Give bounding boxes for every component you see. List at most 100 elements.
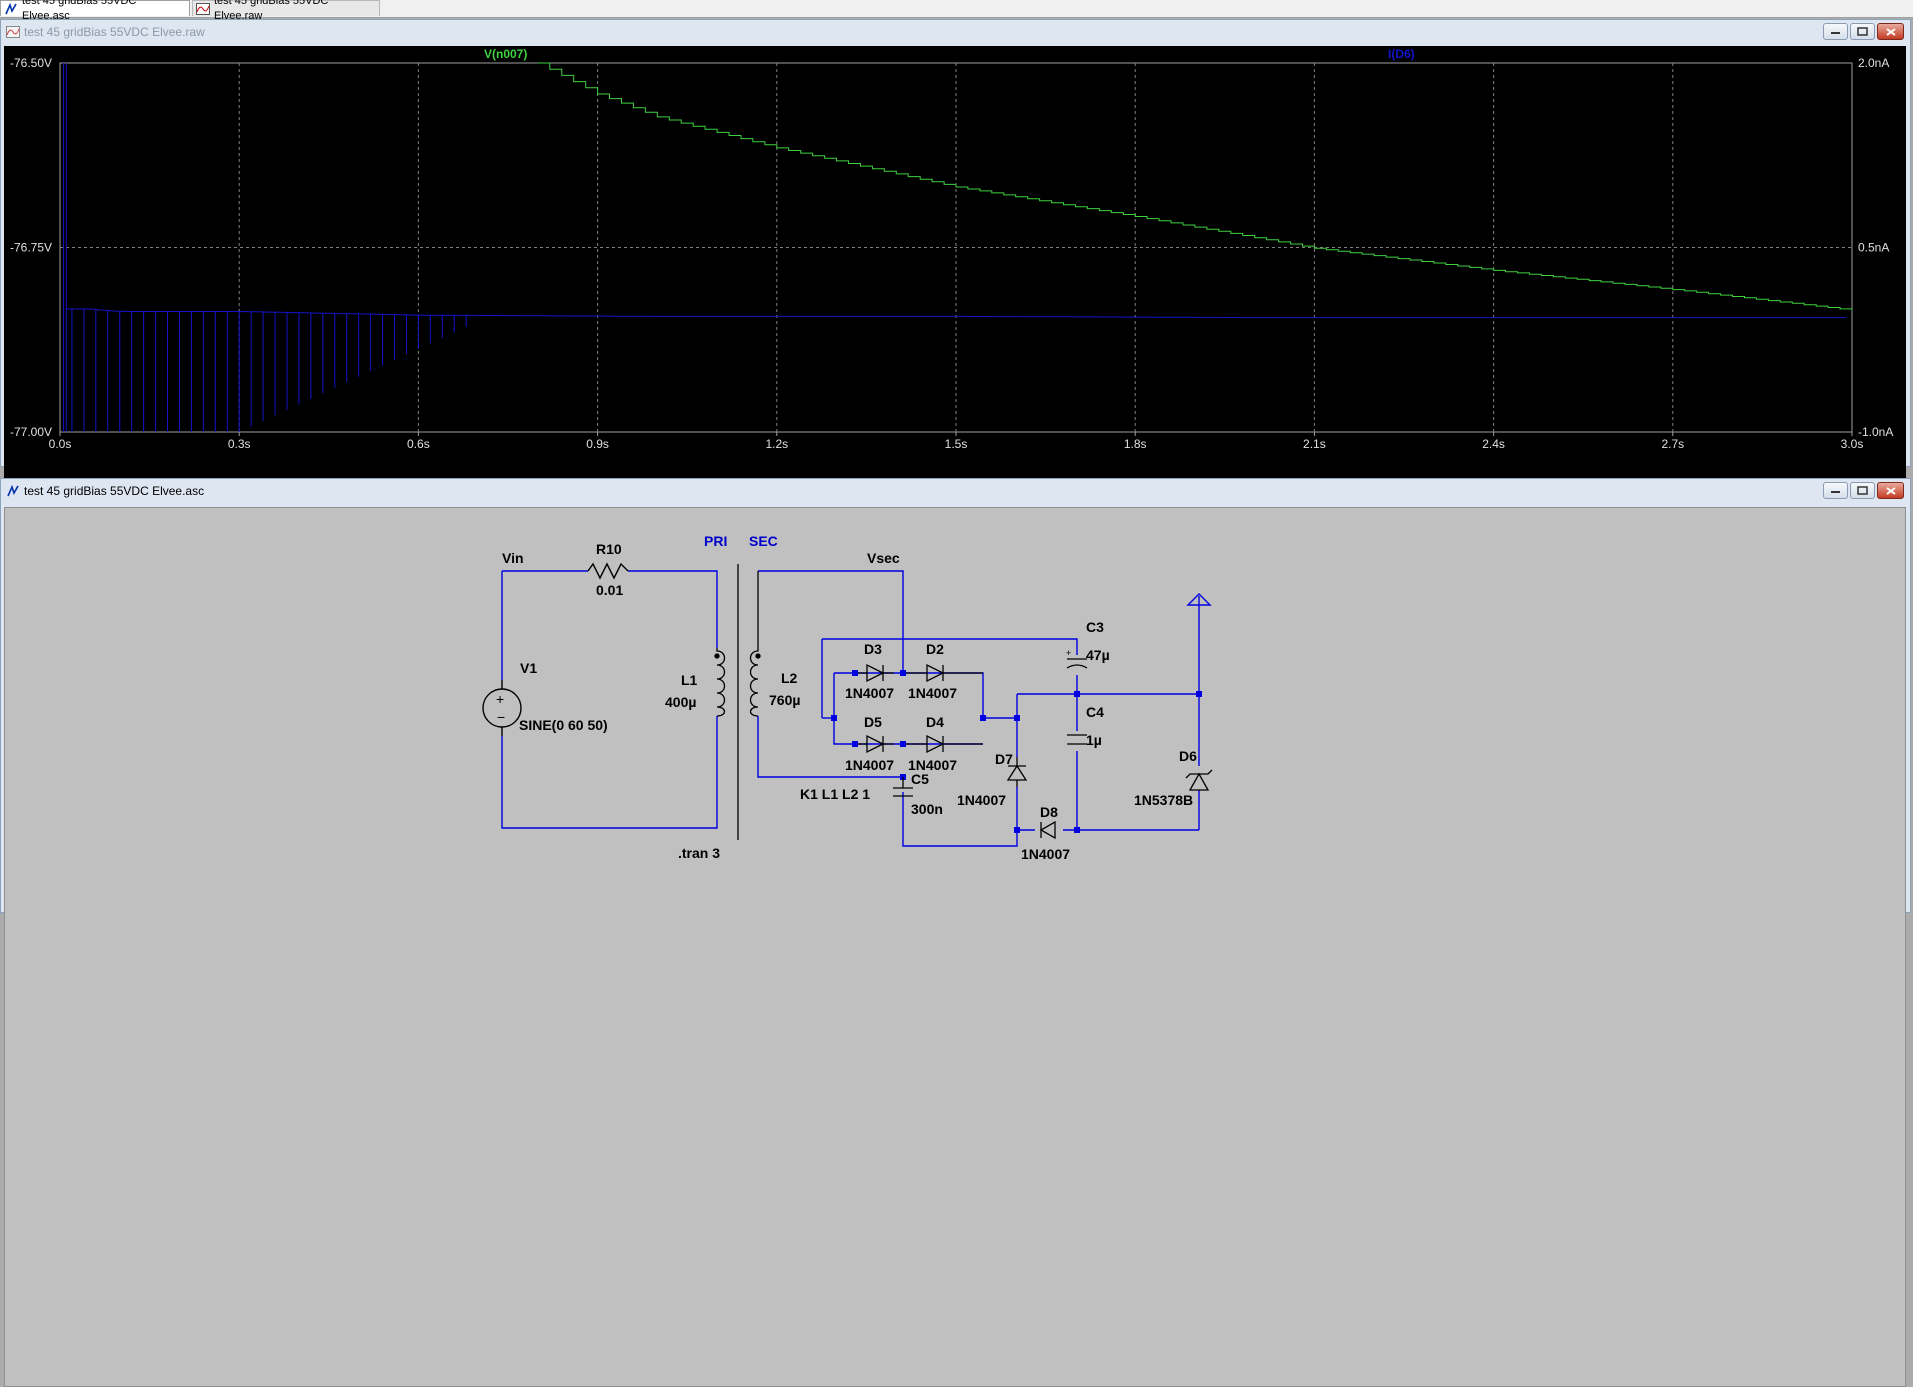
minimize-icon	[1831, 491, 1840, 493]
tab-waveform-label: test 45 gridBias 55VDC Elvee.raw	[214, 0, 329, 22]
junction	[852, 741, 858, 747]
restore-icon	[1857, 486, 1868, 495]
x-tick-label: 0.9s	[586, 437, 609, 451]
d7-name: D7	[995, 751, 1013, 767]
junction	[900, 741, 906, 747]
c4-value: 1µ	[1086, 732, 1102, 748]
minimize-button[interactable]	[1823, 482, 1848, 499]
junction	[1014, 715, 1020, 721]
schematic-drawing: + −	[482, 533, 1213, 862]
x-tick-label: 2.4s	[1482, 437, 1505, 451]
junction	[1074, 691, 1080, 697]
x-tick-label: 0.6s	[407, 437, 430, 451]
label-sec: SEC	[749, 533, 778, 549]
diode-d5	[858, 734, 894, 754]
close-icon	[1885, 486, 1896, 495]
label-pri: PRI	[704, 533, 727, 549]
junction	[1014, 827, 1020, 833]
c4-name: C4	[1086, 704, 1104, 720]
diode-d8	[1039, 820, 1056, 840]
schematic-window-icon	[7, 485, 19, 497]
minimize-button[interactable]	[1823, 23, 1848, 40]
l2-name: L2	[781, 670, 798, 686]
x-tick-label: 2.1s	[1303, 437, 1326, 451]
c3-name: C3	[1086, 619, 1104, 635]
d7-value: 1N4007	[957, 792, 1006, 808]
wire-secondary-bottom	[757, 716, 903, 778]
junction	[900, 670, 906, 676]
wire-primary-loop	[501, 570, 718, 829]
v1-name: V1	[520, 660, 537, 676]
waveform-window-titlebar[interactable]: test 45 gridBias 55VDC Elvee.raw	[1, 20, 1910, 44]
d3-name: D3	[864, 641, 882, 657]
voltage-source-v1: + −	[482, 680, 522, 736]
r10-name: R10	[596, 541, 622, 557]
junctions	[831, 670, 1202, 833]
document-tab-bar: test 45 gridBias 55VDC Elvee.asc test 45…	[0, 0, 1913, 22]
transformer-l1-l2	[714, 564, 761, 840]
tab-schematic[interactable]: test 45 gridBias 55VDC Elvee.asc	[0, 0, 190, 22]
d8-value: 1N4007	[1021, 846, 1070, 862]
d2-value: 1N4007	[908, 685, 957, 701]
diode-d3	[858, 663, 894, 683]
restore-button[interactable]	[1850, 23, 1875, 40]
restore-button[interactable]	[1850, 482, 1875, 499]
x-tick-label: 1.8s	[1124, 437, 1147, 451]
svg-text:−: −	[497, 709, 505, 725]
d8-name: D8	[1040, 804, 1058, 820]
c5-value: 300n	[911, 801, 943, 817]
y-right-tick-label: -1.0nA	[1858, 425, 1893, 439]
waveform-window: test 45 gridBias 55VDC Elvee.raw V(n007)…	[0, 19, 1911, 484]
coupling-directive: K1 L1 L2 1	[800, 786, 870, 802]
diode-d4	[906, 734, 983, 754]
waveform-window-icon	[6, 26, 20, 38]
x-tick-label: 2.7s	[1661, 437, 1684, 451]
d4-name: D4	[926, 714, 944, 730]
d5-name: D5	[864, 714, 882, 730]
junction	[1196, 691, 1202, 697]
schematic-canvas[interactable]: + −	[4, 507, 1906, 1387]
capacitor-c5	[893, 777, 913, 797]
d4-value: 1N4007	[908, 757, 957, 773]
l1-value: 400µ	[665, 694, 696, 710]
close-button[interactable]	[1877, 482, 1904, 499]
schematic-window-title: test 45 gridBias 55VDC Elvee.asc	[24, 484, 205, 498]
series-v-n007-line	[537, 62, 1853, 311]
series-i-d6-baseline	[66, 308, 1846, 319]
wire-bridge-lower	[833, 673, 983, 745]
l2-value: 760µ	[769, 692, 800, 708]
grid-lines	[60, 63, 1852, 432]
ground-arrow-icon	[1186, 593, 1212, 606]
wire-bridge-top-loop	[821, 638, 1078, 718]
waveform-icon	[196, 2, 210, 15]
svg-text:+: +	[1066, 648, 1071, 658]
waveform-window-title: test 45 gridBias 55VDC Elvee.raw	[24, 25, 205, 39]
diode-d7	[1006, 757, 1028, 787]
y-left-tick-label: -77.00V	[10, 425, 52, 439]
schematic-window-titlebar[interactable]: test 45 gridBias 55VDC Elvee.asc	[1, 479, 1910, 503]
net-label-vsec: Vsec	[867, 550, 900, 566]
x-tick-label: 3.0s	[1841, 437, 1864, 451]
capacitor-c3: +	[1066, 648, 1088, 669]
tab-schematic-label: test 45 gridBias 55VDC Elvee.asc	[22, 0, 137, 22]
d6-value: 1N5378B	[1134, 792, 1193, 808]
v1-value: SINE(0 60 50)	[519, 717, 608, 733]
schematic-icon	[5, 2, 17, 14]
close-button[interactable]	[1877, 23, 1904, 40]
y-right-tick-label: 0.5nA	[1858, 241, 1889, 255]
y-right-tick-label: 2.0nA	[1858, 56, 1889, 70]
tab-waveform[interactable]: test 45 gridBias 55VDC Elvee.raw	[192, 0, 380, 22]
x-tick-label: 1.2s	[765, 437, 788, 451]
x-tick-label: 0.0s	[49, 437, 72, 451]
wire-c3-c4-node	[1016, 675, 1199, 757]
legend-i-d6: I(D6)	[1388, 47, 1415, 61]
junction	[980, 715, 986, 721]
legend-v-n007: V(n007)	[484, 47, 527, 61]
resistor-r10	[587, 562, 629, 580]
svg-text:+: +	[496, 691, 504, 707]
d5-value: 1N4007	[845, 757, 894, 773]
d6-name: D6	[1179, 748, 1197, 764]
